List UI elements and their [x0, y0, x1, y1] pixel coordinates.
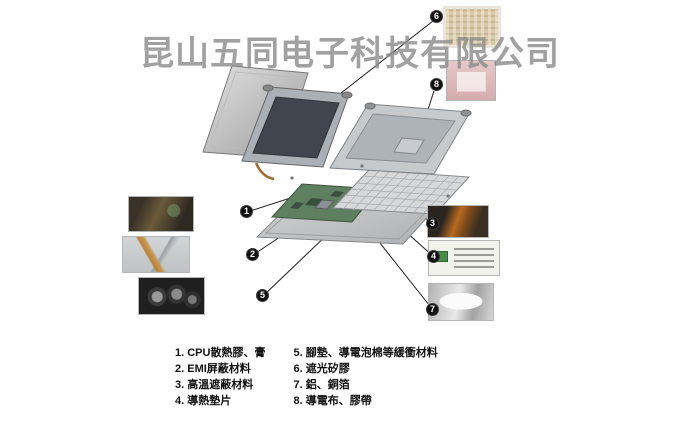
- callout-3-number: 3: [429, 218, 435, 228]
- legend-column-2: 5. 腳墊、導電泡棉等緩衝材料 6. 遮光矽膠 7. 鋁、銅箔 8. 導電布、膠…: [293, 347, 437, 408]
- callout-2: 2: [246, 248, 259, 261]
- callout-6-number: 6: [433, 11, 439, 21]
- photo-aluminum-copper-foil: [428, 283, 494, 321]
- laptop-touchpad: [393, 137, 425, 155]
- screws: [290, 164, 450, 198]
- legend-item-2: 2. EMI屏蔽材料: [175, 363, 251, 375]
- label-text-lines: [454, 248, 494, 268]
- legend: 1. CPU散熱膠、膏 2. EMI屏蔽材料 3. 高溫遮蔽材料 4. 導熱墊片…: [175, 347, 438, 408]
- callout-3: 3: [426, 217, 439, 230]
- legend-column-1: 1. CPU散熱膠、膏 2. EMI屏蔽材料 3. 高溫遮蔽材料 4. 導熱墊片: [175, 347, 265, 408]
- callout-7: 7: [426, 303, 439, 316]
- callout-4-number: 4: [430, 251, 436, 261]
- photo-light-shielding-silicone: [443, 6, 501, 48]
- legend-item-1: 1. CPU散熱膠、膏: [175, 347, 266, 359]
- callout-8: 8: [430, 78, 443, 91]
- photo-high-temp-masking-material: [427, 205, 489, 238]
- callout-5: 5: [256, 289, 269, 302]
- legend-item-7: 7. 鋁、銅箔: [293, 379, 350, 391]
- laptop-lcd-panel: [241, 84, 353, 181]
- callout-1: 1: [240, 205, 253, 218]
- photo-conductive-fabric-tape: [446, 60, 496, 101]
- legend-item-8: 8. 導電布、膠帶: [293, 395, 372, 407]
- legend-item-6: 6. 遮光矽膠: [293, 363, 350, 375]
- laptop-top-case: [329, 102, 472, 175]
- callout-4: 4: [427, 250, 440, 263]
- photo-foot-pads-conductive-foam: [138, 277, 205, 315]
- photo-emi-shielding-material: [122, 236, 190, 273]
- callout-1-number: 1: [243, 206, 249, 216]
- legend-item-3: 3. 高溫遮蔽材料: [175, 379, 254, 391]
- callout-8-number: 8: [433, 79, 439, 89]
- lcd-ribbon-cable: [254, 162, 275, 181]
- callout-5-number: 5: [259, 290, 265, 300]
- callout-6: 6: [430, 10, 443, 23]
- legend-item-4: 4. 導熱墊片: [175, 395, 232, 407]
- legend-item-5: 5. 腳墊、導電泡棉等緩衝材料: [293, 347, 438, 359]
- photo-cpu-thermal-grease: [128, 196, 194, 232]
- callout-2-number: 2: [249, 249, 255, 259]
- photo-thermal-pad-label: [428, 240, 500, 276]
- laptop-keyboard: [331, 169, 471, 215]
- callout-7-number: 7: [429, 304, 435, 314]
